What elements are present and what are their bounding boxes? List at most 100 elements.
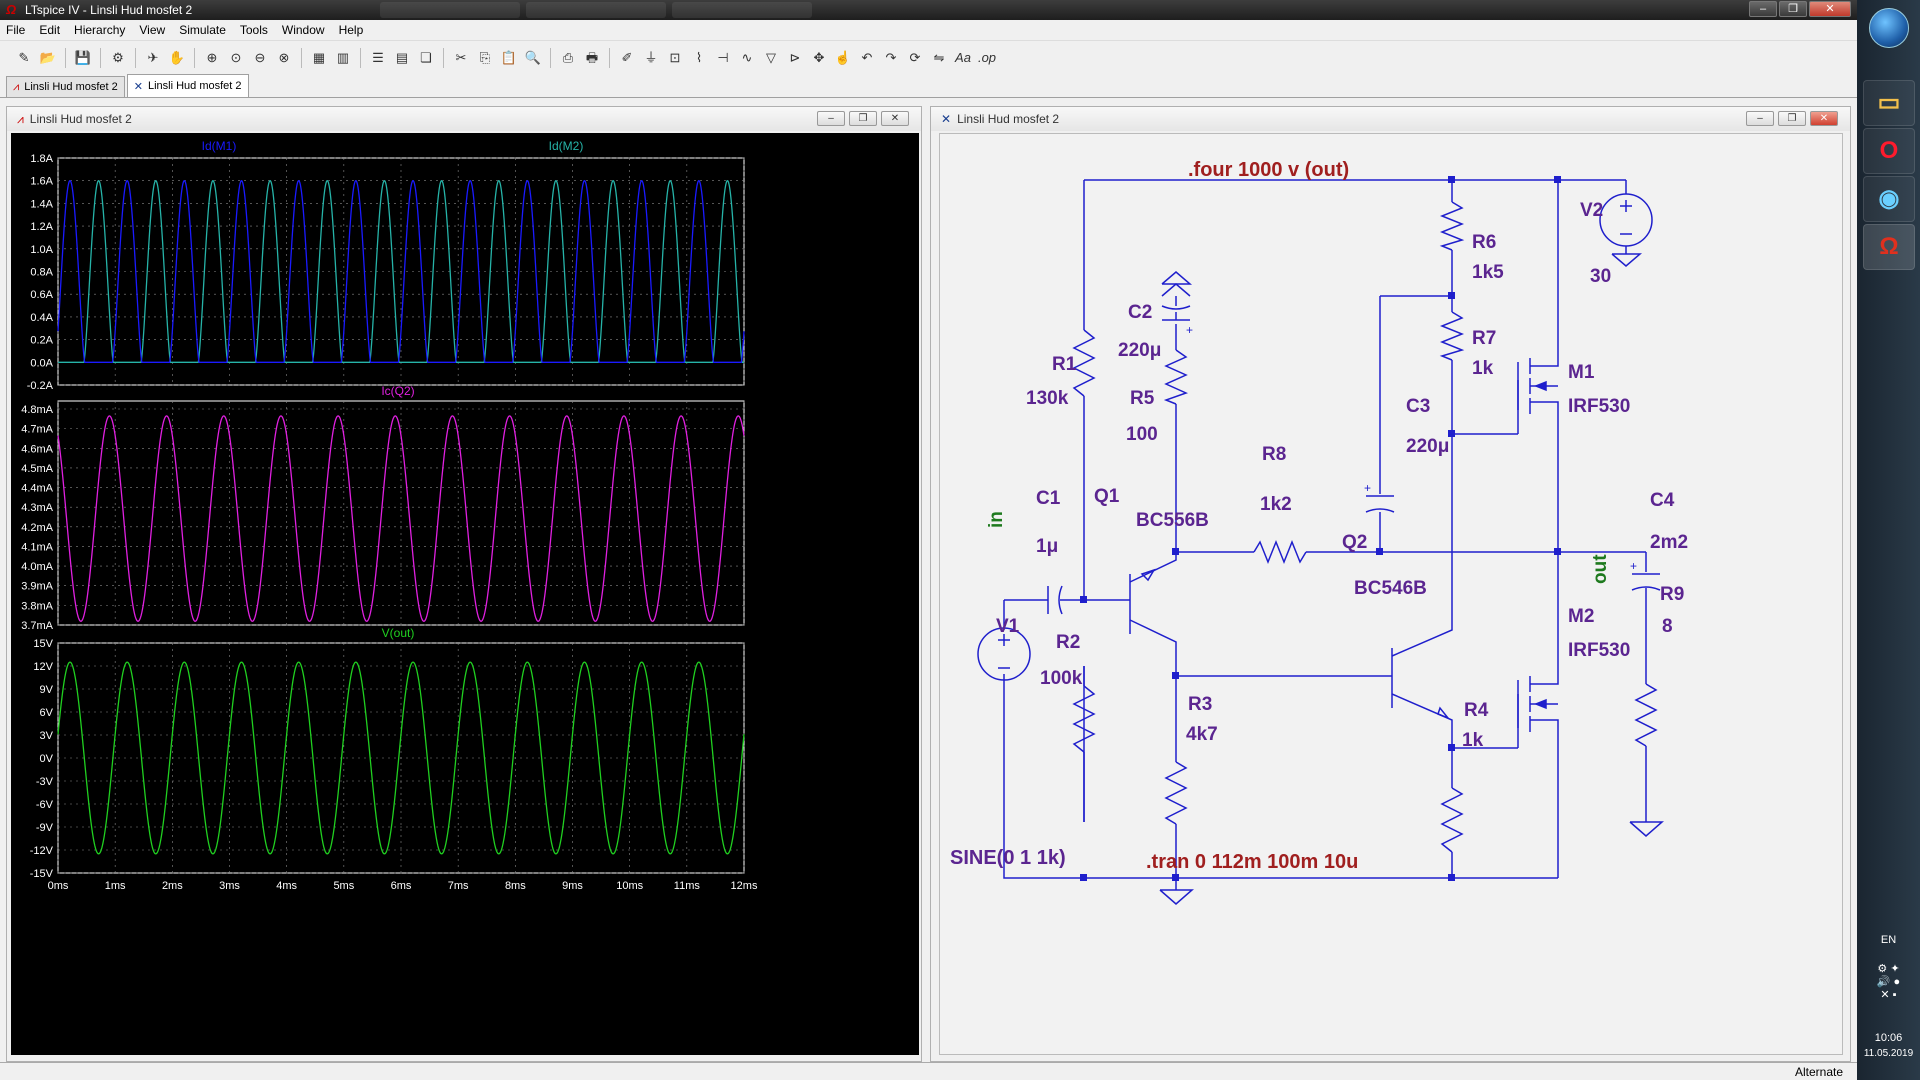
start-button[interactable]: [1869, 8, 1909, 48]
label-c3[interactable]: C3: [1406, 396, 1430, 417]
value-r7[interactable]: 1k: [1472, 358, 1494, 379]
legend-id-m2[interactable]: Id(M2): [549, 139, 584, 153]
value-r2[interactable]: 100k: [1040, 668, 1083, 689]
minimize-icon[interactable]: –: [1746, 111, 1774, 126]
tray-time[interactable]: 10:06: [1874, 1032, 1903, 1044]
drag-icon[interactable]: ☝: [834, 49, 852, 65]
value-q2[interactable]: BC546B: [1354, 578, 1427, 599]
value-r9[interactable]: 8: [1662, 616, 1673, 637]
directive-four[interactable]: .four 1000 v (out): [1188, 159, 1349, 181]
menu-edit[interactable]: Edit: [39, 23, 61, 37]
value-r4[interactable]: 1k: [1462, 730, 1484, 751]
trace-id-m2[interactable]: [58, 179, 744, 363]
pan-icon[interactable]: ⊙: [230, 49, 242, 65]
text-icon[interactable]: Aa: [955, 49, 971, 65]
resistor-r4[interactable]: [1440, 787, 1464, 853]
delete-traces-icon[interactable]: ▥: [336, 49, 350, 65]
ground-output[interactable]: [1629, 821, 1664, 837]
voltage-source-v1[interactable]: [977, 627, 1031, 681]
print-setup-icon[interactable]: ⎙: [562, 49, 574, 65]
label-r9[interactable]: R9: [1660, 584, 1684, 605]
maximize-icon[interactable]: ❐: [1779, 1, 1807, 17]
label-r7[interactable]: R7: [1472, 328, 1496, 349]
new-schematic-icon[interactable]: ✎: [18, 49, 30, 65]
save-icon[interactable]: 💾: [74, 49, 92, 65]
cut-icon[interactable]: ✂: [455, 49, 467, 65]
value-r6[interactable]: 1k5: [1472, 262, 1504, 283]
schematic-canvas[interactable]: + + +: [939, 133, 1843, 1055]
label-r4[interactable]: R4: [1464, 700, 1489, 721]
resistor-icon[interactable]: ⌇: [695, 49, 703, 65]
autorange-icon[interactable]: ▦: [312, 49, 326, 65]
taskbar-network[interactable]: ◉: [1863, 176, 1915, 222]
label-r3[interactable]: R3: [1188, 694, 1212, 715]
legend-id-m1[interactable]: Id(M1): [202, 139, 237, 153]
tile-vertical-icon[interactable]: ▤: [395, 49, 409, 65]
component-icon[interactable]: ⊳: [789, 49, 801, 65]
paste-icon[interactable]: 📋: [500, 49, 518, 65]
value-v2[interactable]: 30: [1590, 266, 1611, 287]
resistor-r9[interactable]: [1634, 683, 1658, 747]
taskbar-opera[interactable]: O: [1863, 128, 1915, 174]
zoom-out-icon[interactable]: ⊖: [254, 49, 266, 65]
trace-id-m1[interactable]: [57, 179, 745, 363]
label-net-icon[interactable]: ⊡: [669, 49, 681, 65]
menu-hierarchy[interactable]: Hierarchy: [74, 23, 126, 37]
control-panel-icon[interactable]: ⚙: [112, 49, 124, 65]
value-m2[interactable]: IRF530: [1568, 640, 1630, 661]
resistor-r7[interactable]: [1439, 311, 1465, 361]
resistor-r5[interactable]: [1163, 349, 1189, 405]
net-label-out[interactable]: out: [1590, 554, 1611, 584]
tray-lang[interactable]: EN: [1880, 934, 1897, 946]
tile-horizontal-icon[interactable]: ☰: [372, 49, 384, 65]
directive-tran[interactable]: .tran 0 112m 100m 10u: [1146, 851, 1358, 873]
open-icon[interactable]: 📂: [39, 49, 57, 65]
inductor-icon[interactable]: ∿: [741, 49, 753, 65]
tray-date[interactable]: 11.05.2019: [1863, 1048, 1914, 1059]
label-q2[interactable]: Q2: [1342, 532, 1367, 553]
value-c3[interactable]: 220μ: [1406, 436, 1449, 457]
run-icon[interactable]: ✈: [147, 49, 159, 65]
find-icon[interactable]: 🔍: [524, 49, 542, 65]
trace-ic-q2[interactable]: [57, 415, 745, 622]
close-icon[interactable]: ✕: [881, 111, 909, 126]
tab-waveform[interactable]: ⩘ Linsli Hud mosfet 2: [6, 76, 125, 97]
print-icon[interactable]: 🖶: [585, 49, 599, 65]
move-icon[interactable]: ✥: [813, 49, 825, 65]
value-c1[interactable]: 1μ: [1036, 536, 1058, 557]
tab-schematic[interactable]: ✕ Linsli Hud mosfet 2: [126, 74, 249, 97]
close-icon[interactable]: ✕: [1809, 1, 1851, 17]
draw-wire-icon[interactable]: ✐: [621, 49, 633, 65]
label-r5[interactable]: R5: [1130, 388, 1155, 409]
resistor-r2-zigzag[interactable]: [1072, 685, 1096, 753]
value-r1[interactable]: 130k: [1026, 388, 1069, 409]
menu-file[interactable]: File: [6, 23, 26, 37]
value-q1[interactable]: BC556B: [1136, 510, 1209, 531]
value-m1[interactable]: IRF530: [1568, 396, 1630, 417]
mirror-icon[interactable]: ⇋: [933, 49, 945, 65]
taskbar-explorer[interactable]: ▭: [1863, 80, 1915, 126]
menu-window[interactable]: Window: [281, 23, 325, 37]
label-r2[interactable]: R2: [1056, 632, 1080, 653]
net-label-in[interactable]: in: [986, 511, 1007, 528]
label-q1[interactable]: Q1: [1094, 486, 1120, 507]
source-spec-text[interactable]: SINE(0 1 1k): [950, 847, 1066, 869]
label-c4[interactable]: C4: [1650, 490, 1675, 511]
redo-icon[interactable]: ↷: [885, 49, 897, 65]
menu-view[interactable]: View: [139, 23, 166, 37]
label-c1[interactable]: C1: [1036, 488, 1061, 509]
ground-main[interactable]: [1159, 878, 1194, 905]
label-m2[interactable]: M2: [1568, 606, 1594, 627]
label-m1[interactable]: M1: [1568, 362, 1595, 383]
value-r8[interactable]: 1k2: [1260, 494, 1292, 515]
close-icon[interactable]: ✕: [1810, 111, 1838, 126]
menu-help[interactable]: Help: [338, 23, 364, 37]
value-r3[interactable]: 4k7: [1186, 724, 1218, 745]
capacitor-icon[interactable]: ⊣: [717, 49, 729, 65]
spice-directive-icon[interactable]: .op: [977, 49, 997, 65]
value-r5[interactable]: 100: [1126, 424, 1158, 445]
halt-icon[interactable]: ✋: [168, 49, 186, 65]
copy-icon[interactable]: ⎘: [479, 49, 491, 65]
label-v1[interactable]: V1: [996, 616, 1020, 637]
